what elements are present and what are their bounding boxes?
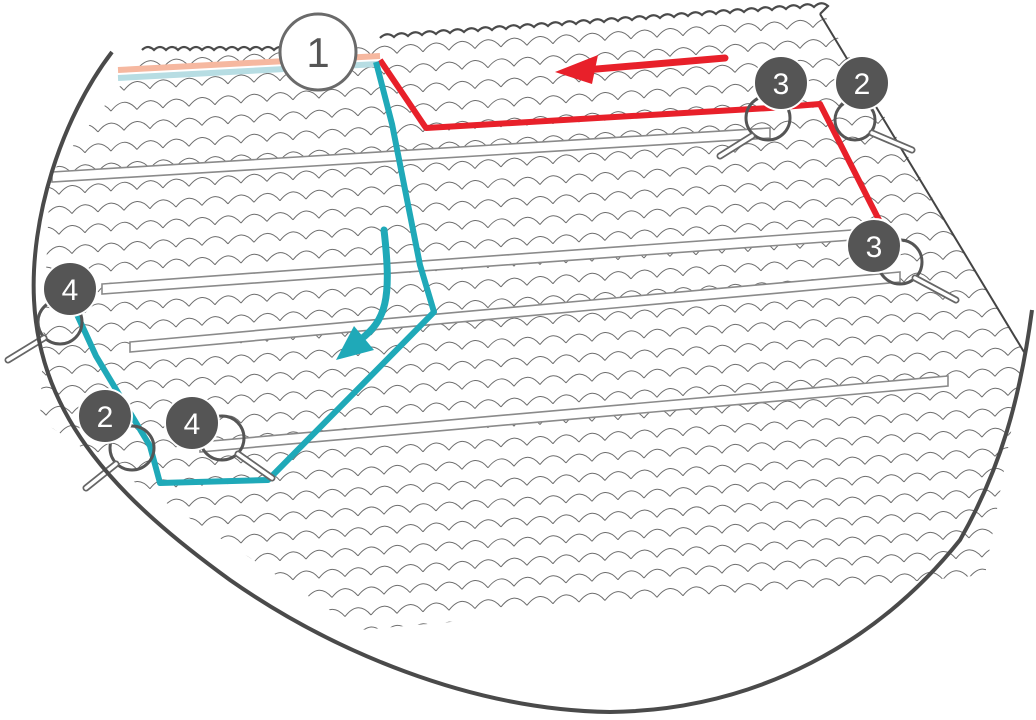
marker-left-4-label: 4 [62, 274, 79, 307]
main-callout-label: 1 [306, 29, 329, 76]
tile-row [40, 405, 1025, 478]
marker-right-3-label: 3 [866, 231, 883, 264]
tile-row [40, 544, 1025, 619]
marker-upper-3: 3 [753, 55, 809, 111]
tile-row [40, 584, 1025, 630]
marker-right-3: 3 [846, 218, 902, 274]
marker-lower-left-2: 2 [77, 388, 133, 444]
marker-lower-4-label: 4 [184, 408, 201, 441]
tile-row [40, 485, 1025, 558]
hot-flow-arrow [555, 54, 729, 84]
tile-row [40, 565, 1025, 630]
detail-view-outline [31, 50, 1034, 715]
marker-upper-right-2: 2 [834, 55, 890, 111]
tile-row [40, 525, 1025, 598]
tile-row [40, 245, 1025, 318]
mounting-rail-1 [51, 127, 771, 183]
tile-row [40, 205, 1025, 278]
numbered-markers: 2 3 3 4 2 4 [42, 55, 902, 451]
mounting-rail-3 [129, 271, 901, 353]
cold-flow-arrow [336, 226, 391, 360]
tile-row [40, 365, 1025, 438]
marker-lower-left-2-label: 2 [97, 401, 114, 434]
cold-return-pipe [71, 61, 437, 486]
roof-ridge-edge [141, 2, 830, 52]
mounting-rail-4 [199, 375, 949, 453]
tile-row [40, 504, 1025, 579]
mounting-rails [51, 127, 949, 453]
main-callout: 1 [278, 12, 358, 92]
clamp-upper-3 [716, 94, 792, 160]
clamp-lower-left-2 [82, 424, 156, 492]
marker-upper-right-2-label: 2 [854, 68, 871, 101]
tile-row [40, 325, 1025, 398]
marker-lower-4: 4 [164, 395, 220, 451]
marker-upper-3-label: 3 [773, 68, 790, 101]
marker-left-4: 4 [42, 261, 98, 317]
